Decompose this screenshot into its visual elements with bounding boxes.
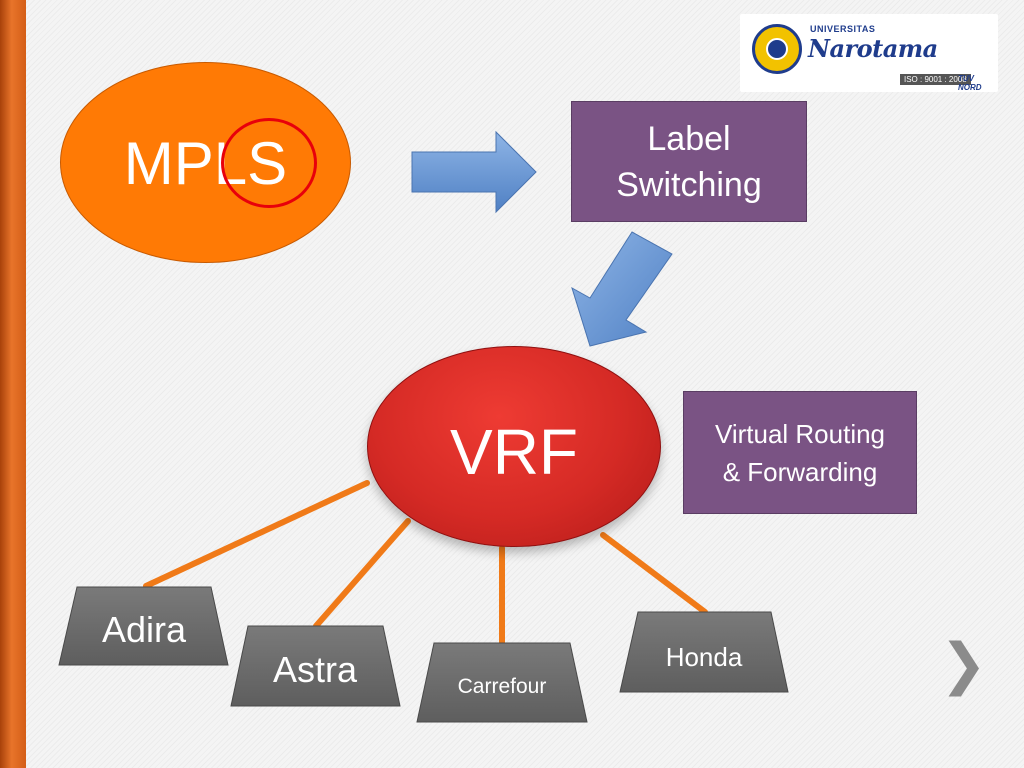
down-left-arrow-icon — [571, 231, 673, 347]
virtual-routing-line1: Virtual Routing — [714, 418, 886, 449]
connector-adira — [143, 480, 370, 589]
connector-honda — [600, 532, 708, 615]
node-honda-shape — [619, 611, 789, 693]
label-switching-line2: Switching — [616, 165, 762, 204]
node-astra-shape — [230, 625, 401, 707]
vrf-label: VRF — [450, 416, 578, 488]
label-switching-box: Label Switching — [571, 101, 807, 222]
connector-astra — [313, 518, 411, 629]
left-accent-bar — [0, 0, 26, 768]
vrf-ellipse — [367, 346, 661, 547]
virtual-routing-line2: & Forwarding — [722, 456, 878, 487]
logo-cert-text: TUV NORD — [958, 74, 982, 92]
logo-iso-badge: ISO : 9001 : 2008 — [900, 74, 971, 85]
highlight-circle — [221, 118, 317, 208]
node-carrefour-label: Carrefour — [457, 675, 547, 698]
node-honda-label: Honda — [665, 642, 743, 672]
label-switching-line1: Label — [647, 119, 731, 158]
next-slide-chevron-icon[interactable]: ❯ — [940, 632, 987, 695]
logo-name-text: Narotama — [808, 34, 938, 63]
virtual-routing-box: Virtual Routing & Forwarding — [683, 391, 917, 514]
university-seal-icon — [752, 24, 802, 74]
node-adira-shape — [58, 586, 229, 666]
right-arrow-icon — [411, 130, 537, 214]
node-carrefour-shape — [416, 642, 588, 723]
logo-top-text: UNIVERSITAS — [810, 24, 876, 34]
node-adira-label: Adira — [101, 609, 187, 650]
university-logo: UNIVERSITAS Narotama ISO : 9001 : 2008 T… — [740, 14, 998, 92]
node-astra-label: Astra — [272, 649, 358, 690]
